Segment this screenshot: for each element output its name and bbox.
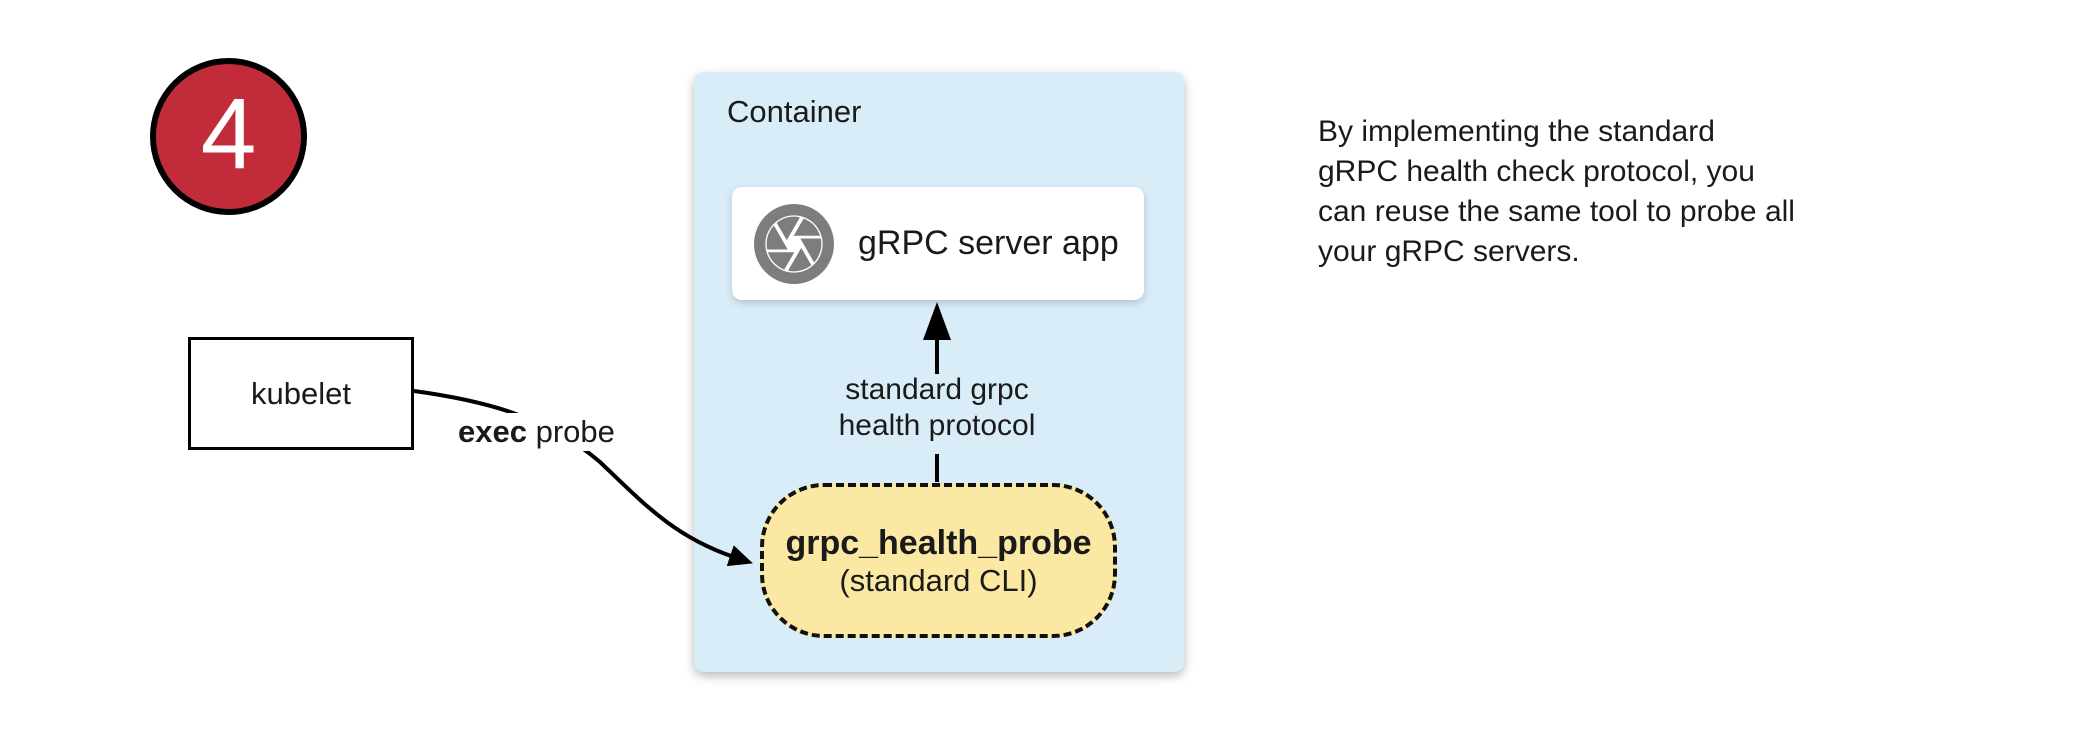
exec-probe-label-regular: probe: [526, 414, 615, 449]
step-number: 4: [200, 77, 257, 190]
exec-probe-label: exec probe: [452, 413, 621, 451]
grpc-health-probe-node: grpc_health_probe (standard CLI): [760, 483, 1117, 638]
kubelet-label: kubelet: [251, 375, 351, 411]
exec-probe-label-bold: exec: [458, 414, 527, 449]
container-title: Container: [727, 94, 862, 129]
grpc-server-app-label: gRPC server app: [858, 224, 1119, 262]
protocol-label-line1: standard grpc: [845, 373, 1029, 406]
aperture-icon: [754, 203, 834, 284]
protocol-label-line2: health protocol: [838, 409, 1036, 442]
grpc-health-probe-subtitle: (standard CLI): [839, 562, 1038, 598]
kubelet-node: kubelet: [188, 337, 414, 450]
step-number-badge: 4: [150, 58, 307, 215]
protocol-arrow-label: standard grpc health protocol: [787, 372, 1087, 444]
grpc-server-app-node: gRPC server app: [732, 187, 1144, 300]
grpc-health-probe-title: grpc_health_probe: [785, 523, 1092, 562]
container-box: Container gRPC server app standard grpc …: [694, 72, 1184, 672]
side-note: By implementing the standard gRPC health…: [1318, 115, 1795, 268]
